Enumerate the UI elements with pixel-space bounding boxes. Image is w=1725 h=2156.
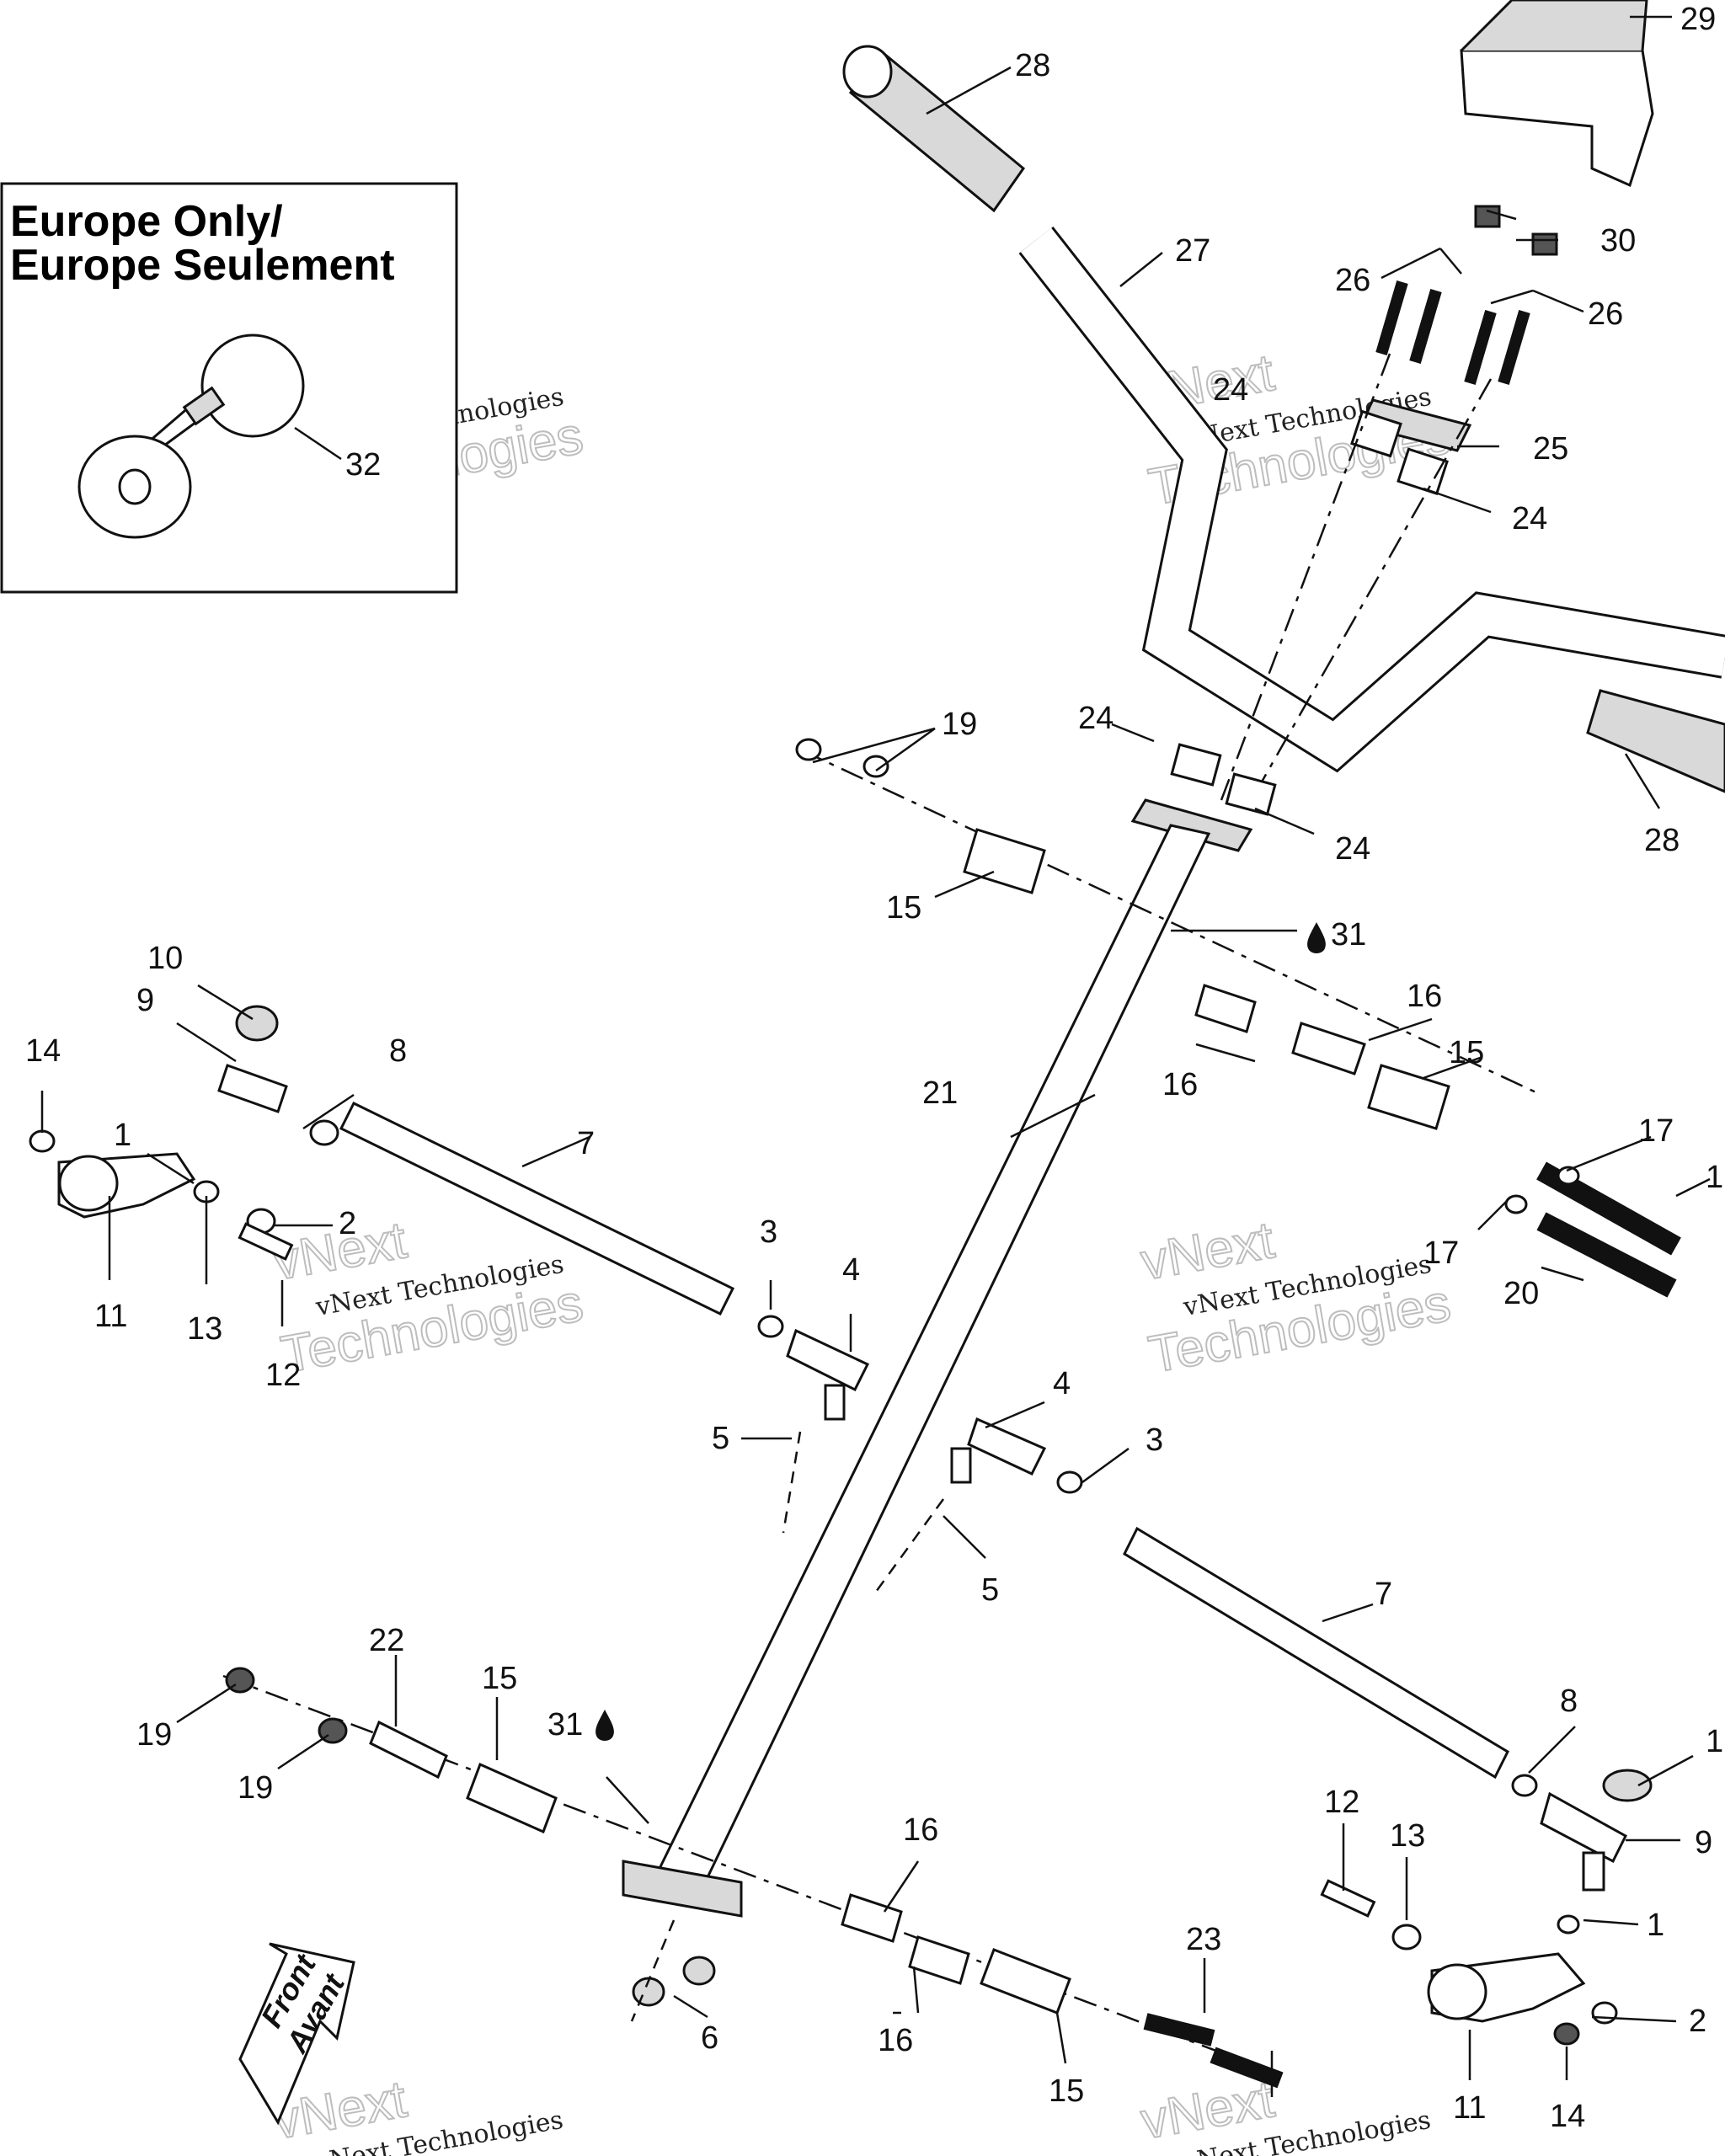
callout-31: 31 (1331, 917, 1366, 953)
callout-8: 8 (389, 1033, 407, 1069)
callout-13: 13 (1390, 1818, 1425, 1854)
callout-11: 11 (94, 1299, 127, 1334)
callout-28: 28 (1644, 823, 1680, 858)
callout-25: 25 (1533, 431, 1568, 467)
callout-28: 28 (1015, 48, 1050, 83)
watermark-mid-left: vNext vNext Technologies Technologies (269, 1210, 589, 1385)
bushing-icon (466, 1762, 1071, 2015)
callout-27: 27 (1175, 233, 1210, 269)
callout-1: 1 (1706, 1724, 1723, 1759)
watermark-bottom-right: vNext vNext Technologies (1136, 2069, 1434, 2156)
steering-column-icon (622, 824, 1211, 1918)
callout-3: 3 (760, 1214, 777, 1250)
callout-20: 20 (1503, 1276, 1539, 1311)
callout-1: 1 (1706, 1160, 1723, 1195)
callout-6: 6 (701, 2020, 718, 2056)
callout-19: 19 (238, 1770, 273, 1806)
tie-rod-icon (217, 1005, 735, 1316)
grip-icon (842, 45, 1026, 213)
tie-rod-icon (950, 1417, 1653, 1892)
callout-5: 5 (712, 1421, 729, 1456)
callout-14: 14 (25, 1033, 61, 1069)
bolt-icon (1375, 280, 1530, 385)
bolt-icon (1143, 2013, 1284, 2089)
screw-icon (1474, 205, 1558, 256)
bolt-icon (1504, 1161, 1681, 1298)
callout-2: 2 (339, 1206, 356, 1241)
callouts: 29 28 27 30 26 26 24 25 24 24 24 19 28 1… (25, 2, 1723, 2134)
callout-15: 15 (886, 890, 921, 926)
callout-7: 7 (1375, 1577, 1392, 1612)
callout-4: 4 (842, 1252, 860, 1288)
callout-24: 24 (1512, 501, 1547, 536)
clamp-icon (1130, 743, 1277, 852)
callout-16: 16 (1162, 1067, 1198, 1102)
clamp-plate-icon (1350, 398, 1472, 496)
callout-17: 17 (1423, 1235, 1459, 1271)
callout-1: 1 (114, 1118, 131, 1153)
handlebar-cover-icon (1460, 0, 1654, 188)
callout-24: 24 (1213, 372, 1248, 408)
callout-24: 24 (1335, 831, 1370, 867)
callout-9: 9 (1695, 1825, 1712, 1860)
callout-26: 26 (1335, 263, 1370, 298)
callout-19: 19 (136, 1717, 172, 1753)
callout-5: 5 (981, 1572, 999, 1608)
callout-13: 13 (187, 1311, 222, 1347)
europe-inset: Europe Only/ Europe Seulement 32 (0, 182, 458, 594)
callout-24: 24 (1078, 701, 1114, 736)
leader-lines (40, 15, 1711, 2097)
callout-16: 16 (878, 2023, 913, 2058)
callout-10: 10 (147, 941, 183, 976)
callout-4: 4 (1053, 1366, 1071, 1401)
link-plate-icon (369, 1720, 448, 1780)
callout-12: 12 (265, 1358, 301, 1393)
washer-icon (225, 1667, 348, 1744)
callout-3: 3 (1146, 1422, 1163, 1458)
nut-icon (632, 1956, 716, 2007)
callout-32: 32 (345, 447, 381, 483)
handlebar-icon (1018, 226, 1725, 773)
callout-23: 23 (1186, 1922, 1221, 1957)
pitman-arm-icon (1320, 1879, 1618, 2046)
callout-2: 2 (1689, 2004, 1706, 2039)
callout-16: 16 (903, 1812, 938, 1848)
callout-30: 30 (1600, 223, 1636, 259)
horn-icon (77, 334, 305, 539)
callout-26: 26 (1588, 296, 1623, 332)
callout-1: 1 (1647, 1908, 1664, 1943)
grip-icon (1586, 689, 1725, 793)
callout-12: 12 (1324, 1785, 1359, 1820)
callout-15: 15 (482, 1661, 517, 1696)
pitman-arm-icon (29, 1129, 870, 1421)
watermark-bottom-left: vNext vNext Technologies (269, 2069, 566, 2156)
callout-31: 31 (547, 1707, 583, 1742)
callout-16: 16 (1407, 979, 1442, 1014)
callout-17: 17 (1638, 1113, 1674, 1149)
callout-15: 15 (1049, 2073, 1084, 2109)
callout-14: 14 (1550, 2099, 1585, 2134)
bushing-icon (963, 828, 1450, 1130)
callout-8: 8 (1560, 1684, 1578, 1719)
oil-drop-icon (1307, 922, 1326, 953)
inset-title-line2: Europe Seulement (10, 241, 395, 290)
watermark-mid-right: vNext vNext Technologies Technologies (1136, 1210, 1456, 1385)
callout-7: 7 (577, 1126, 595, 1161)
callout-22: 22 (369, 1623, 404, 1658)
callout-9: 9 (136, 983, 154, 1018)
callout-11: 11 (1453, 2090, 1486, 2126)
washer-icon (795, 738, 889, 778)
oil-drop-icon (595, 1710, 614, 1741)
inset-title-line1: Europe Only/ (10, 197, 283, 246)
callout-29: 29 (1680, 2, 1716, 37)
callout-21: 21 (922, 1075, 958, 1111)
callout-19: 19 (942, 707, 977, 742)
callout-15: 15 (1449, 1035, 1484, 1070)
